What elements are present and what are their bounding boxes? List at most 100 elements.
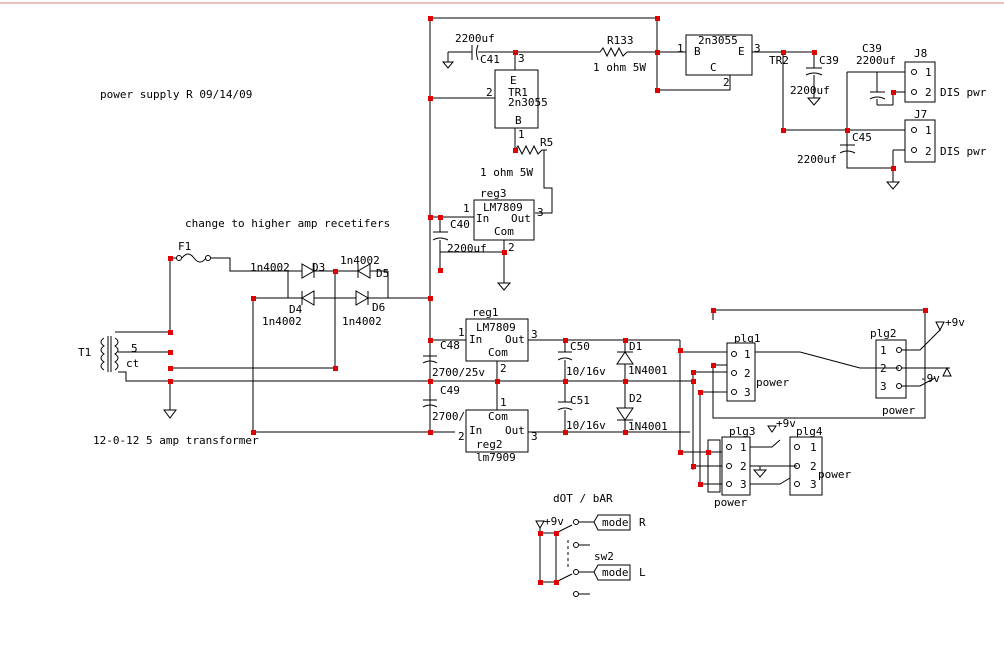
c40-value: 2200uf <box>447 242 487 255</box>
resistor-r133: R133 1 ohm 5W <box>593 34 646 74</box>
capacitor-c41: 2200uf C41 <box>441 32 515 69</box>
t1-tap-5: 5 <box>131 342 138 355</box>
plg2-ref: plg2 <box>870 327 897 340</box>
diode-d2: D2 1N4001 <box>616 392 668 433</box>
d4-part: 1n4002 <box>262 315 302 328</box>
connector-j8: J8 1 2 DIS pwr <box>904 47 987 103</box>
reg2-in: In <box>469 424 482 437</box>
c40-ref: C40 <box>450 218 470 231</box>
c48-value: 2700/25v <box>432 366 485 379</box>
reg2-pin-com: 1 <box>500 396 507 409</box>
capacitor-c39: C39 2200uf <box>790 52 839 106</box>
reg3-ref: reg3 <box>480 187 507 200</box>
reg1-out: Out <box>505 333 525 346</box>
tr1-pin-e: 3 <box>518 52 525 65</box>
r133-value: 1 ohm 5W <box>593 61 646 74</box>
j7-label: DIS pwr <box>940 145 987 158</box>
plg1-label: power <box>756 376 789 389</box>
d3-ref: D3 <box>312 261 325 274</box>
tr2-pin-c: 2 <box>723 76 730 89</box>
d5-part: 1n4002 <box>340 254 380 267</box>
transistor-tr2: 2n3055 B E C 1 3 2 TR2 <box>677 34 789 89</box>
reg3-in: In <box>476 212 489 225</box>
capacitor-c45: C45 2200uf <box>797 131 872 166</box>
plg2-label: power <box>882 404 915 417</box>
junction-dots <box>168 16 928 585</box>
d2-part: 1N4001 <box>628 420 668 433</box>
tr1-pin-c: 2 <box>486 86 493 99</box>
capacitor-c50: C50 10/16v <box>557 340 606 378</box>
plg1-pin-3: 3 <box>744 386 751 399</box>
reg3-pin-com: 2 <box>508 241 515 254</box>
d6-ref: D6 <box>372 301 385 314</box>
plg3-pin-2: 2 <box>740 460 747 473</box>
c41-ref: C41 <box>480 53 500 66</box>
reg1-ref: reg1 <box>472 306 499 319</box>
c51-ref: C51 <box>570 394 590 407</box>
tr2-pin-e: 3 <box>754 42 761 55</box>
tr2-part: 2n3055 <box>698 34 738 47</box>
j7-pin-2: 2 <box>925 145 932 158</box>
diode-d1: D1 1N4001 <box>616 340 668 377</box>
sw2-mode-bottom: mode <box>602 566 629 579</box>
plug-plg2: plg2 1 2 3 power <box>870 327 915 417</box>
plg3-label: power <box>714 496 747 509</box>
plg2-neg-label: -9v <box>920 372 940 385</box>
reg2-pin-in: 2 <box>458 430 465 443</box>
reg3-pin-in: 1 <box>463 202 470 215</box>
c51-value: 10/16v <box>566 419 606 432</box>
c41-value: 2200uf <box>455 32 495 45</box>
tr2-b: B <box>694 45 701 58</box>
plug-plg4: plg4 1 2 3 power <box>789 425 851 496</box>
d3-part: 1n4002 <box>250 261 290 274</box>
plg2-pin-3: 3 <box>880 380 887 393</box>
j8-ref: J8 <box>914 47 927 60</box>
c39b-value: 2200uf <box>856 54 896 67</box>
reg1-com: Com <box>488 346 508 359</box>
tr1-pin-b: 1 <box>518 128 525 141</box>
reg2-part: lm7909 <box>476 451 516 464</box>
plg2-pos-label: +9v <box>945 316 965 329</box>
plug-plg1: plg1 1 2 3 power <box>726 332 789 402</box>
reg1-pin-out: 3 <box>531 328 538 341</box>
transistor-tr1: E TR1 2n3055 B 3 2 1 <box>486 52 548 141</box>
j8-pin-2: 2 <box>925 86 932 99</box>
reg2-com: Com <box>488 410 508 423</box>
plg3-ref: plg3 <box>729 425 756 438</box>
c45-ref: C45 <box>852 131 872 144</box>
reg2-pin-out: 3 <box>531 430 538 443</box>
tr2-pin-b: 1 <box>677 42 684 55</box>
connector-j7: J7 1 2 DIS pwr <box>904 108 987 163</box>
r133-ref: R133 <box>607 34 634 47</box>
resistor-r5: R5 1 ohm 5W <box>480 136 553 179</box>
plg1-pin-1: 1 <box>744 348 751 361</box>
plg1-pin-2: 2 <box>744 367 751 380</box>
sw2-suffix-bottom: L <box>639 566 646 579</box>
sw2-suffix-top: R <box>639 516 646 529</box>
c48-ref: C48 <box>440 339 460 352</box>
tr2-ref: TR2 <box>769 54 789 67</box>
d2-ref: D2 <box>629 392 642 405</box>
c50-value: 10/16v <box>566 365 606 378</box>
d6-part: 1n4002 <box>342 315 382 328</box>
regulator-reg2: Com In Out reg2 lm7909 1 2 3 <box>458 396 538 464</box>
regulator-reg1: reg1 LM7809 In Out Com 1 3 2 <box>458 306 538 375</box>
tr1-ref: TR1 <box>508 86 528 99</box>
reg3-out: Out <box>511 212 531 225</box>
reg1-pin-in: 1 <box>458 326 465 339</box>
tr2-c: C <box>710 61 717 74</box>
plg1-ref: plg1 <box>734 332 761 345</box>
capacitor-c51: C51 10/16v <box>557 394 606 432</box>
diode-d4: D4 1n4002 <box>262 290 315 328</box>
j8-pin-1: 1 <box>925 66 932 79</box>
rail-neg-plg2: -9v <box>920 366 952 385</box>
plg3-pos-label: +9v <box>776 417 796 430</box>
c39-value: 2200uf <box>790 84 830 97</box>
switch-sw2: +9v sw2 mode R mode L <box>535 514 646 597</box>
diode-d6: D6 1n4002 <box>342 290 385 328</box>
plg3-pin-3: 3 <box>740 478 747 491</box>
d5-ref: D5 <box>376 267 389 280</box>
transformer-t1: T1 5 ct <box>78 336 139 372</box>
f1-ref: F1 <box>178 240 191 253</box>
d1-part: 1N4001 <box>628 364 668 377</box>
